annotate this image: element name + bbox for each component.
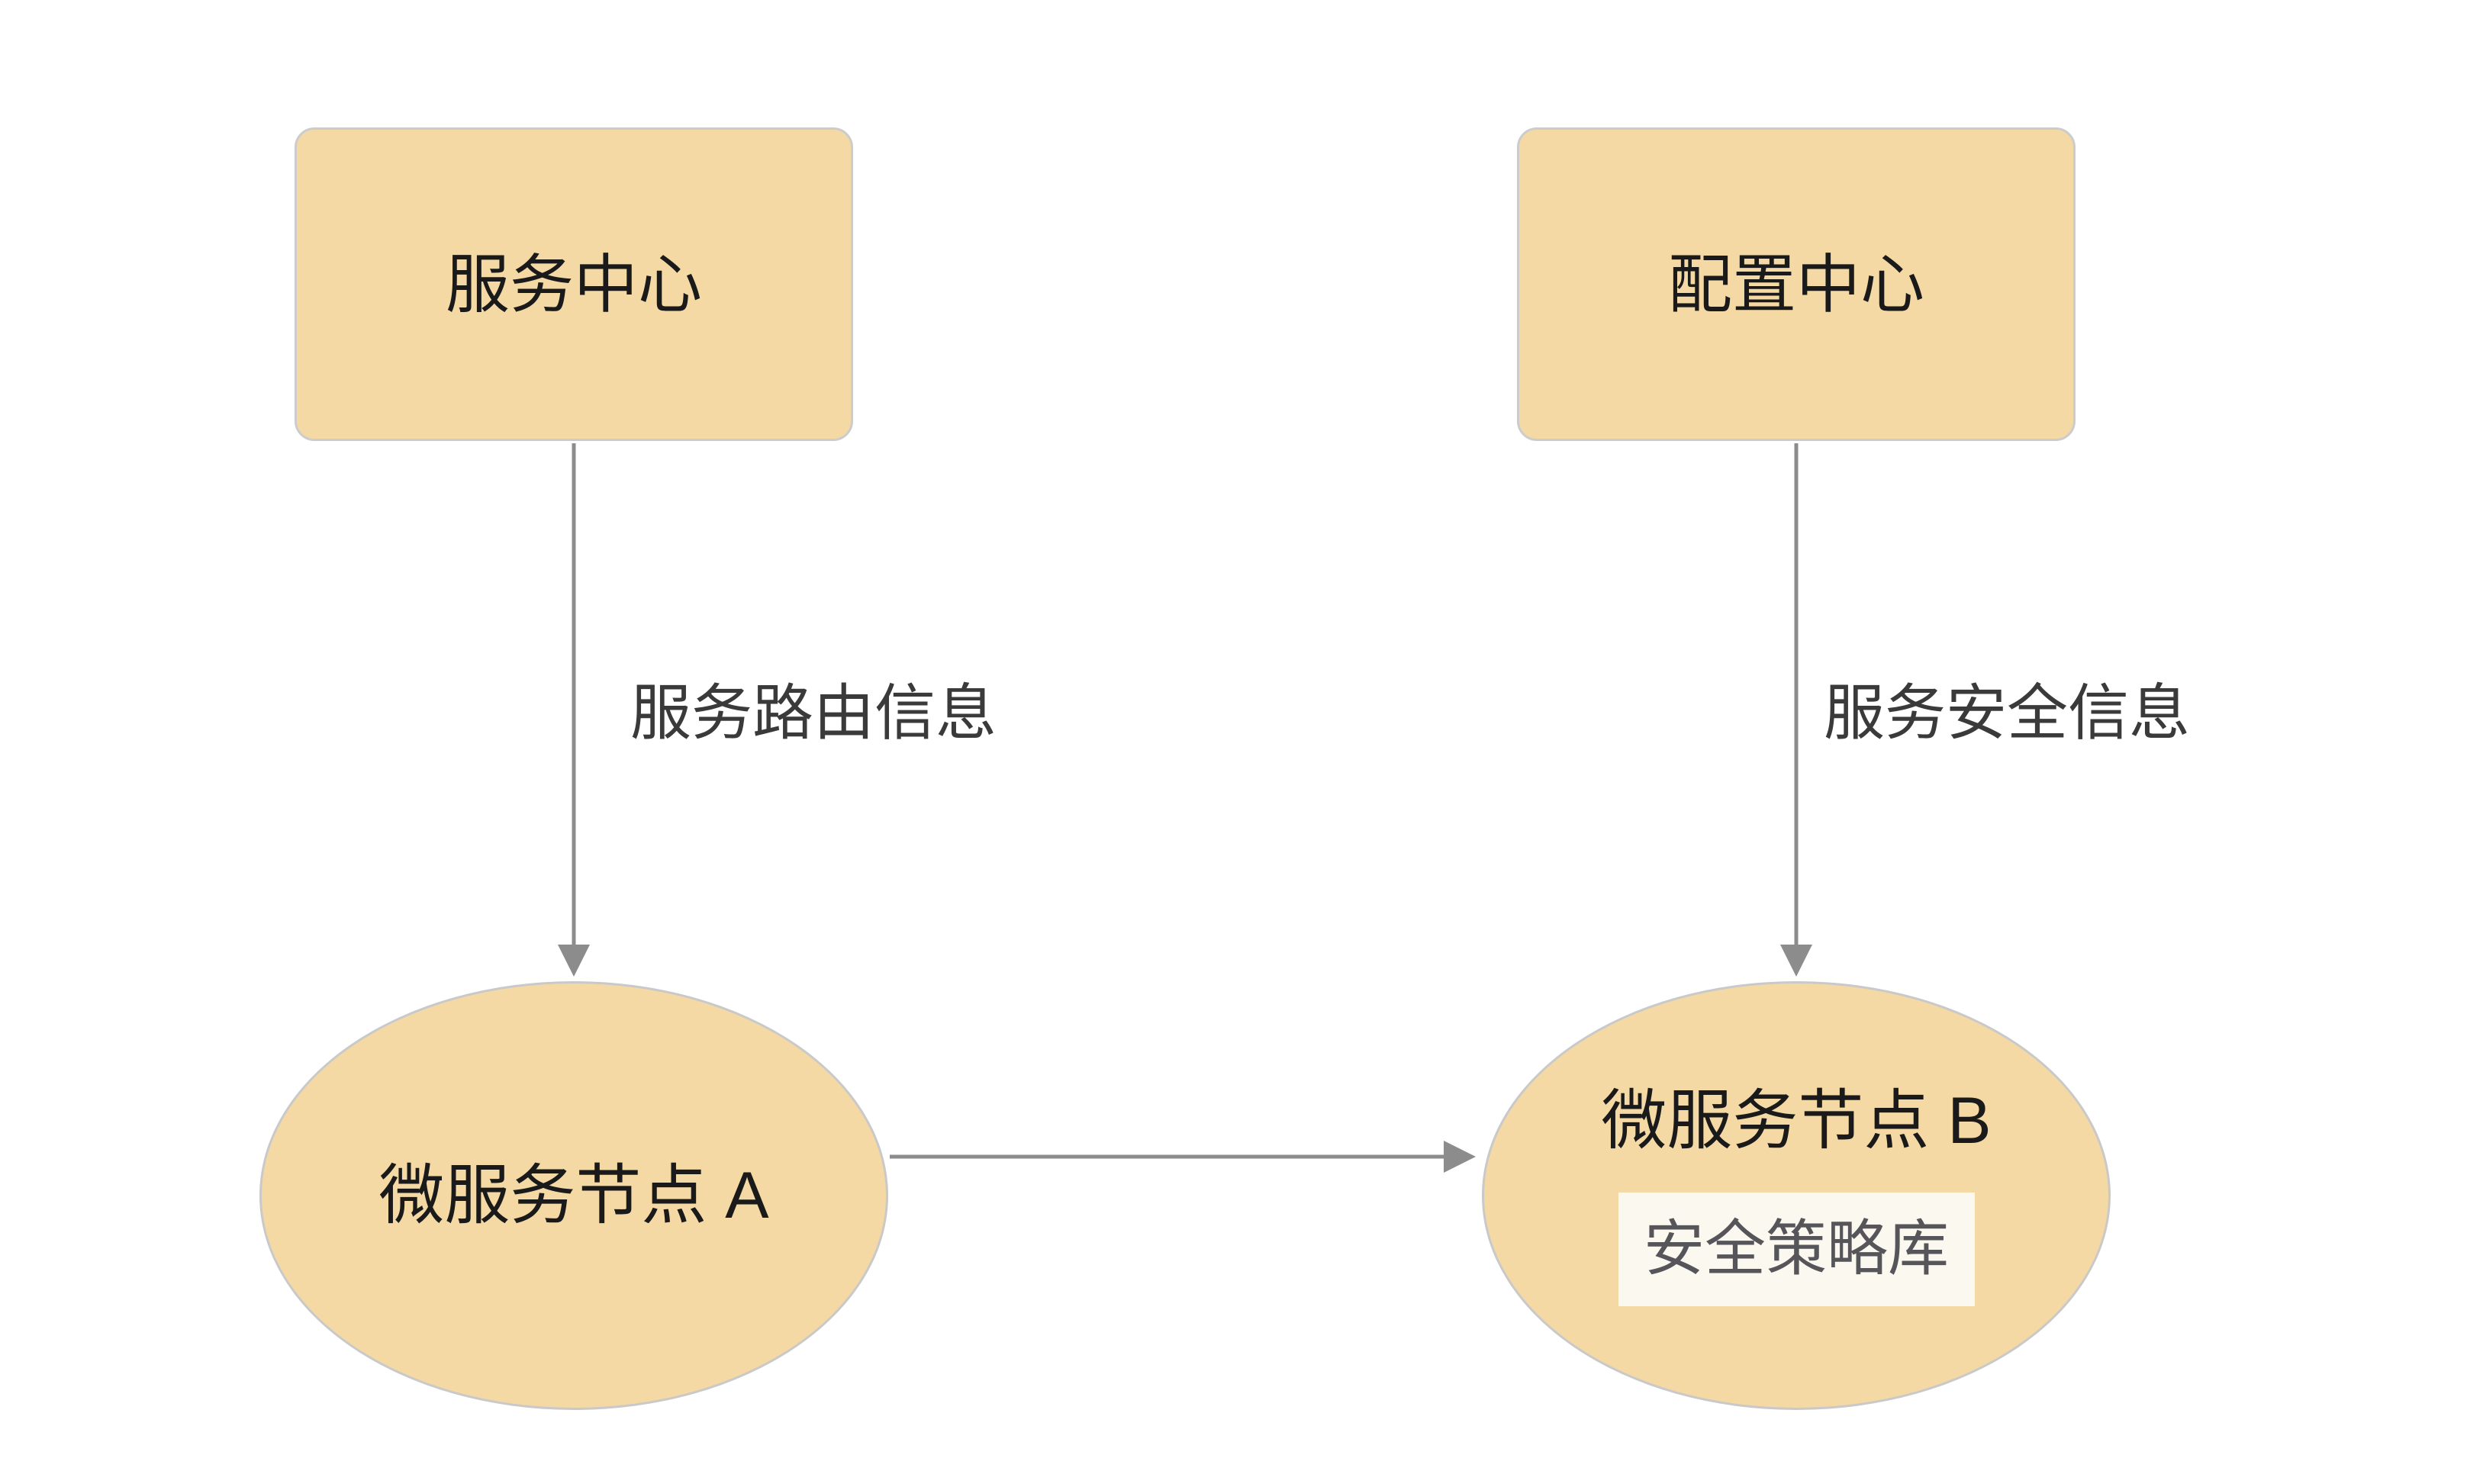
arrow-node-a-to-node-b bbox=[890, 1141, 1476, 1173]
node-microservice-b: 微服务节点 B 安全策略库 bbox=[1482, 981, 2111, 1410]
node-service-center-label: 服务中心 bbox=[445, 248, 702, 320]
edge-label-service-security-info: 服务安全信息 bbox=[1824, 679, 2190, 747]
security-policy-store-chip: 安全策略库 bbox=[1618, 1192, 1975, 1306]
security-policy-store-label: 安全策略库 bbox=[1644, 1215, 1949, 1283]
arrow-config-center-to-node-b bbox=[1780, 443, 1812, 977]
node-microservice-b-label: 微服务节点 B bbox=[1601, 1084, 1992, 1158]
arrowhead-down-icon bbox=[558, 945, 590, 977]
node-service-center: 服务中心 bbox=[295, 127, 853, 441]
node-config-center: 配置中心 bbox=[1517, 127, 2076, 441]
node-config-center-label: 配置中心 bbox=[1667, 248, 1924, 320]
edge-label-service-routing-info: 服务路由信息 bbox=[630, 679, 997, 747]
arrow-service-center-to-node-a bbox=[558, 443, 590, 977]
arrowhead-down-icon bbox=[1780, 945, 1812, 977]
arrowhead-right-icon bbox=[1444, 1141, 1476, 1173]
node-microservice-a: 微服务节点 A bbox=[259, 981, 888, 1410]
node-microservice-a-label: 微服务节点 A bbox=[378, 1158, 769, 1232]
